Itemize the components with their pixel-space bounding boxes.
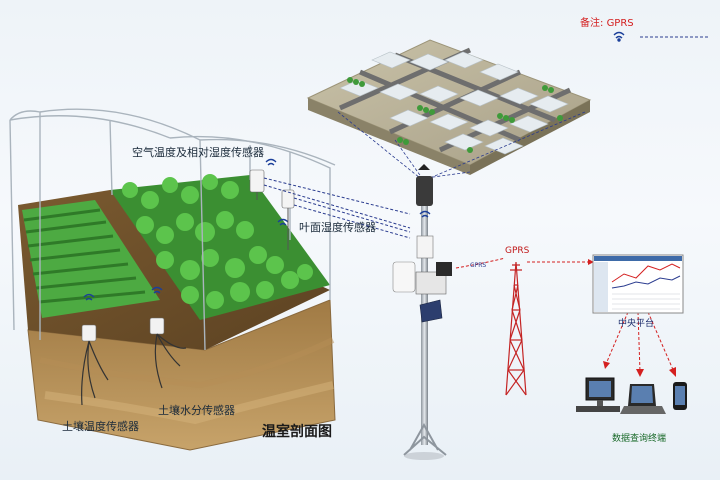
legend-prefix: 备注: — [580, 18, 604, 29]
wifi-signal-icon — [83, 158, 289, 301]
mobile-phone-icon — [673, 382, 687, 410]
soil-moisture-sensor-device — [149, 317, 187, 389]
laptop-icon — [620, 384, 666, 414]
crop-plants-right — [110, 174, 330, 320]
soil-moisture-sensor-label: 土壤水分传感器 — [158, 404, 235, 417]
greenhouse-frame — [9, 108, 336, 351]
soil-temp-sensor-label: 土壤温度传感器 — [62, 420, 139, 433]
greenhouse-section-caption: 温室剖面图 — [262, 424, 332, 440]
desktop-computer-icon — [576, 377, 620, 412]
central-platform-label: 中央平台 — [618, 319, 655, 329]
central-platform-screen — [592, 254, 684, 314]
gprs-tag-label: GPRS — [470, 262, 487, 269]
air-sensor-label: 空气温度及相对湿度传感器 — [132, 146, 264, 159]
leaf-sensor-device — [281, 189, 295, 250]
soil-temp-sensor-device — [81, 324, 109, 406]
greenhouse-park-aerial — [306, 39, 592, 179]
sensor-links — [263, 177, 411, 239]
legend: 备注: GPRS — [580, 14, 634, 29]
gprs-links — [455, 257, 676, 377]
query-terminal-label: 数据查询终端 — [612, 434, 667, 444]
legend-item: GPRS — [606, 18, 634, 29]
gprs-link-label: GPRS — [505, 246, 530, 256]
wifi-signal-icon — [613, 31, 625, 42]
gprs-tower — [505, 261, 527, 396]
leaf-sensor-label: 叶面湿度传感器 — [299, 221, 376, 234]
greenhouse-section — [9, 108, 411, 451]
air-sensor-device — [249, 169, 265, 200]
weather-station — [392, 164, 452, 460]
